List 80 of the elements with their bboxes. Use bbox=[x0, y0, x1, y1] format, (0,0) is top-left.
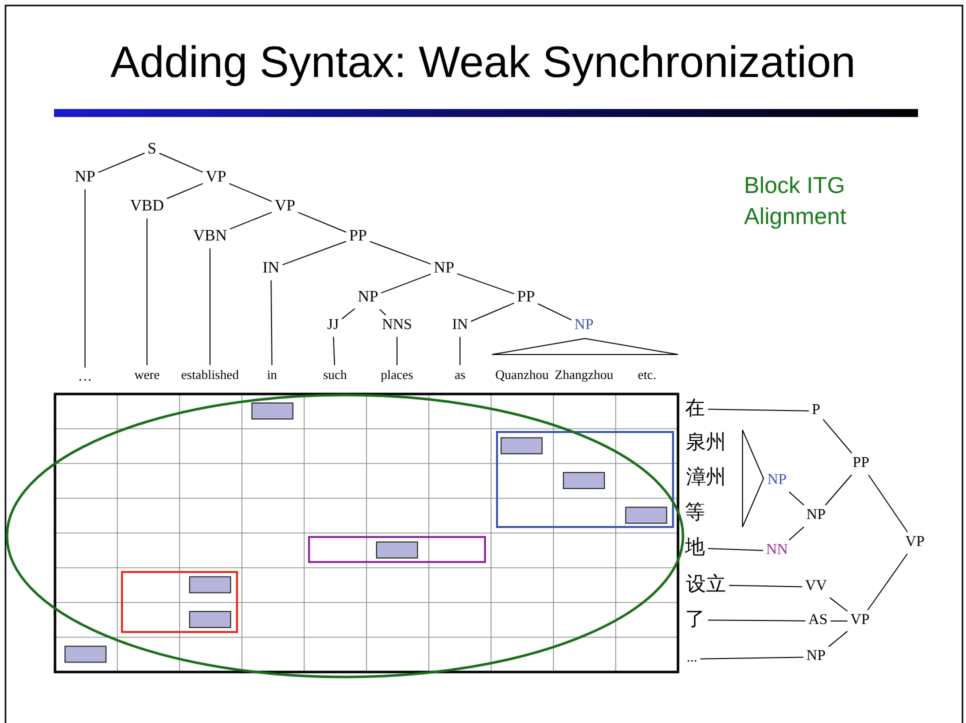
tree-branch-line bbox=[146, 218, 148, 366]
word-label: 了 bbox=[685, 610, 705, 630]
tree-branch-line bbox=[700, 656, 804, 660]
tree-branch-line bbox=[456, 273, 515, 294]
tree-branch-line bbox=[788, 491, 804, 506]
tree-branch-line bbox=[270, 280, 272, 366]
tree-branch-line bbox=[867, 553, 908, 611]
tree-branch-line bbox=[282, 240, 347, 266]
constituent-triangle bbox=[492, 338, 678, 355]
tree-node-label: NN bbox=[766, 543, 788, 559]
tree-branch-line bbox=[708, 408, 810, 412]
tree-branch-line bbox=[158, 152, 204, 173]
word-label: 地 bbox=[685, 538, 705, 558]
tree-branch-line bbox=[470, 302, 515, 322]
tree-branch-line bbox=[332, 336, 336, 366]
tree-node-label: NP bbox=[767, 473, 787, 489]
word-label: 漳州 bbox=[686, 468, 726, 488]
tree-node-label: PP bbox=[349, 228, 367, 246]
tree-node-label: P bbox=[812, 403, 820, 419]
word-label: such bbox=[323, 368, 347, 382]
tree-node-label: IN bbox=[262, 260, 280, 278]
tree-node-label: PP bbox=[517, 290, 535, 306]
tree-node-label: NNS bbox=[382, 318, 412, 334]
word-label: 设立 bbox=[686, 574, 726, 596]
tree-branch-line bbox=[229, 212, 272, 230]
tree-branch-line bbox=[830, 620, 848, 622]
tree-branch-line bbox=[369, 240, 432, 265]
tree-node-label: IN bbox=[452, 318, 468, 334]
tree-node-label: NP bbox=[434, 260, 454, 278]
tree-branch-line bbox=[298, 212, 347, 233]
tree-node-label: NP bbox=[574, 318, 594, 334]
tree-node-label: VP bbox=[206, 170, 226, 186]
tree-branch-line bbox=[822, 418, 852, 454]
tree-node-label: VP bbox=[905, 535, 925, 551]
tree-node-label: VP bbox=[274, 198, 296, 216]
tree-node-label: VBN bbox=[193, 228, 227, 246]
word-label: places bbox=[380, 368, 414, 382]
tree-node-label: AS bbox=[808, 613, 828, 629]
tree-node-label: S bbox=[148, 142, 156, 158]
tree-node-label: NP bbox=[806, 649, 826, 665]
tree-node-label: NP bbox=[74, 170, 96, 186]
word-label: established bbox=[181, 368, 239, 382]
tree-node-label: PP bbox=[852, 456, 870, 472]
word-label: 泉州 bbox=[686, 432, 726, 454]
constituent-triangle bbox=[742, 430, 764, 527]
tree-branch-line bbox=[708, 548, 764, 551]
tree-branch-line bbox=[396, 336, 398, 366]
tree-branch-line bbox=[98, 152, 146, 173]
word-label: Quanzhou bbox=[495, 368, 549, 382]
word-label: … bbox=[78, 370, 92, 386]
tree-branch-line bbox=[341, 308, 356, 320]
tree-branch-line bbox=[828, 630, 848, 648]
tree-branch-line bbox=[379, 308, 386, 316]
tree-branch-line bbox=[868, 474, 908, 533]
tree-branch-line bbox=[829, 597, 848, 612]
word-label: 在 bbox=[685, 398, 705, 420]
tree-node-label: VP bbox=[850, 613, 870, 629]
tree-branch-line bbox=[708, 620, 806, 622]
tree-node-label: NP bbox=[358, 290, 378, 306]
tree-branch-line bbox=[788, 526, 804, 541]
tree-branch-line bbox=[537, 303, 572, 320]
word-label: Zhangzhou bbox=[554, 368, 614, 382]
tree-branch-line bbox=[166, 183, 204, 200]
word-label: in bbox=[266, 368, 278, 382]
tree-node-label: VBD bbox=[130, 198, 164, 216]
word-label: were bbox=[134, 368, 160, 382]
tree-node-label: NP bbox=[806, 508, 826, 524]
tree-branch-line bbox=[84, 188, 86, 368]
word-label: as bbox=[454, 368, 466, 382]
word-label: ... bbox=[686, 652, 698, 666]
tree-branch-line bbox=[380, 274, 432, 294]
word-label: etc. bbox=[638, 368, 656, 382]
slide-title: Adding Syntax: Weak Synchronization bbox=[109, 38, 857, 88]
tree-branch-line bbox=[228, 183, 272, 202]
word-label: 等 bbox=[685, 502, 705, 524]
annotation-text: Block ITG Alignment bbox=[744, 171, 848, 232]
tree-node-label: VV bbox=[805, 579, 827, 595]
tree-branch-line bbox=[824, 474, 852, 506]
tree-branch-line bbox=[728, 584, 803, 588]
tree-node-label: JJ bbox=[327, 318, 339, 334]
